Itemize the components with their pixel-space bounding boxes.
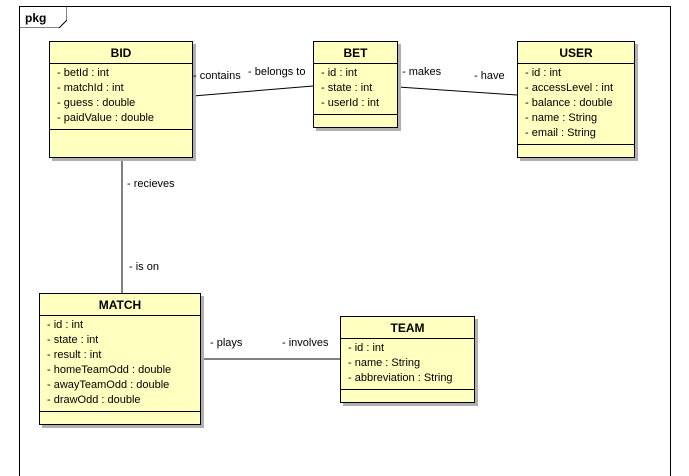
attribute: - guess : double xyxy=(57,97,136,109)
role-label-contains: - contains xyxy=(193,70,241,82)
attribute: - homeTeamOdd : double xyxy=(47,364,172,376)
class-user-attributes: - id : int - accessLevel : int - balance… xyxy=(518,64,634,145)
attribute: - accessLevel : int xyxy=(525,82,614,94)
class-match[interactable]: MATCH - id : int - state : int - result … xyxy=(39,293,201,425)
package-tab xyxy=(19,6,67,28)
attribute: - drawOdd : double xyxy=(47,394,141,406)
role-label-belongs-to: - belongs to xyxy=(248,66,306,78)
role-label-have: - have xyxy=(474,70,505,82)
attribute: - id : int xyxy=(525,67,562,79)
attribute: - abbreviation : String xyxy=(348,372,453,384)
attribute: - state : int xyxy=(47,334,99,346)
attribute: - result : int xyxy=(47,349,102,361)
role-label-makes: - makes xyxy=(402,66,442,78)
class-bet-name: BET xyxy=(314,42,397,64)
class-user-name: USER xyxy=(518,42,634,64)
class-bet[interactable]: BET - id : int - state : int - userId : … xyxy=(313,41,398,128)
attribute: - paidValue : double xyxy=(57,112,155,124)
attribute: - matchId : int xyxy=(57,82,124,94)
attribute: - id : int xyxy=(321,67,358,79)
edge-bid-bet xyxy=(192,85,314,97)
class-match-attributes: - id : int - state : int - result : int … xyxy=(40,316,200,412)
attribute: - name : String xyxy=(348,357,421,369)
class-bid[interactable]: BID - betId : int - matchId : int - gues… xyxy=(49,41,193,158)
class-team-attributes: - id : int - name : String - abbreviatio… xyxy=(341,339,474,390)
role-label-plays: - plays xyxy=(210,337,243,349)
attribute: - awayTeamOdd : double xyxy=(47,379,170,391)
role-label-recieves: - recieves xyxy=(127,178,175,190)
class-bet-attributes: - id : int - state : int - userId : int xyxy=(314,64,397,115)
class-bid-name: BID xyxy=(50,42,192,64)
attribute: - id : int xyxy=(47,319,84,331)
attribute: - balance : double xyxy=(525,97,613,109)
role-label-is-on: - is on xyxy=(129,261,159,273)
package-frame xyxy=(19,6,671,476)
attribute: - name : String xyxy=(525,112,598,124)
package-label: pkg xyxy=(25,11,47,25)
class-team[interactable]: TEAM - id : int - name : String - abbrev… xyxy=(340,316,475,403)
attribute: - state : int xyxy=(321,82,373,94)
class-user[interactable]: USER - id : int - accessLevel : int - ba… xyxy=(517,41,635,158)
attribute: - id : int xyxy=(348,342,385,354)
class-team-name: TEAM xyxy=(341,317,474,339)
attribute: - userId : int xyxy=(321,97,380,109)
class-match-name: MATCH xyxy=(40,294,200,316)
attribute: - email : String xyxy=(525,127,596,139)
class-bid-attributes: - betId : int - matchId : int - guess : … xyxy=(50,64,192,130)
role-label-involves: - involves xyxy=(282,337,329,349)
attribute: - betId : int xyxy=(57,67,109,79)
edge-bet-user xyxy=(397,86,518,96)
